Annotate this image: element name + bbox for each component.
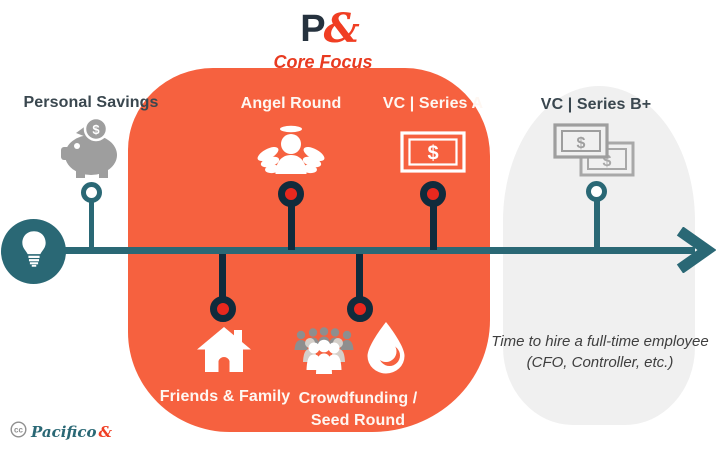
coin-dollar-glyph: $ — [92, 122, 100, 137]
piggy-bank-icon: $ — [54, 116, 126, 184]
brand-ampersand: & — [98, 423, 113, 441]
marker-stem — [594, 200, 600, 250]
water-drop-icon — [366, 322, 406, 379]
personal-savings-label: Personal Savings — [23, 94, 159, 111]
cc-icon: cc — [10, 421, 27, 443]
marker-stem — [288, 204, 295, 250]
vc-series-a-label: VC | Series A — [382, 95, 484, 112]
marker-dot — [586, 181, 607, 202]
brand-footer: cc Pacifico & — [10, 421, 112, 443]
marker-stem — [356, 254, 363, 300]
marker-dot — [347, 296, 373, 322]
angel-icon — [257, 121, 325, 188]
bill-dollar-glyph: $ — [427, 143, 438, 165]
marker-dot — [81, 182, 102, 203]
timeline-start-circle — [1, 219, 66, 284]
logo: P & — [300, 5, 360, 52]
hiring-note-line1: Time to hire a full-time employee — [491, 333, 709, 350]
crowdfunding-label: Crowdfunding / Seed Round — [283, 388, 433, 432]
money-bill-icon: $ — [400, 131, 466, 178]
arrow-right-icon — [676, 226, 717, 278]
marker-stem — [219, 254, 226, 300]
house-icon — [197, 325, 251, 378]
vc-series-b-label: VC | Series B+ — [540, 96, 652, 113]
bill2-dollar-glyph: $ — [603, 153, 612, 170]
crowd-icon — [293, 326, 355, 379]
angel-round-label: Angel Round — [240, 95, 342, 112]
logo-letter-p: P — [300, 8, 326, 50]
brand-name: Pacifico — [31, 423, 97, 441]
lightbulb-icon — [20, 230, 48, 273]
marker-stem — [89, 200, 94, 250]
bill1-dollar-glyph: $ — [577, 135, 586, 152]
hiring-note-line2: (CFO, Controller, etc.) — [526, 354, 674, 371]
cc-glyph: cc — [14, 426, 23, 435]
friends-family-label: Friends & Family — [159, 388, 291, 405]
logo-ampersand: & — [323, 5, 360, 52]
core-focus-title: Core Focus — [273, 52, 373, 72]
marker-dot — [278, 181, 304, 207]
marker-dot — [210, 296, 236, 322]
marker-dot — [420, 181, 446, 207]
marker-stem — [430, 204, 437, 250]
crowdfunding-label-line2: Seed Round — [310, 412, 406, 429]
money-bills-icon: $ $ — [553, 123, 637, 184]
hiring-note: Time to hire a full-time employee (CFO, … — [485, 331, 715, 373]
crowdfunding-label-line1: Crowdfunding / — [298, 390, 418, 407]
timeline-line — [33, 247, 695, 254]
